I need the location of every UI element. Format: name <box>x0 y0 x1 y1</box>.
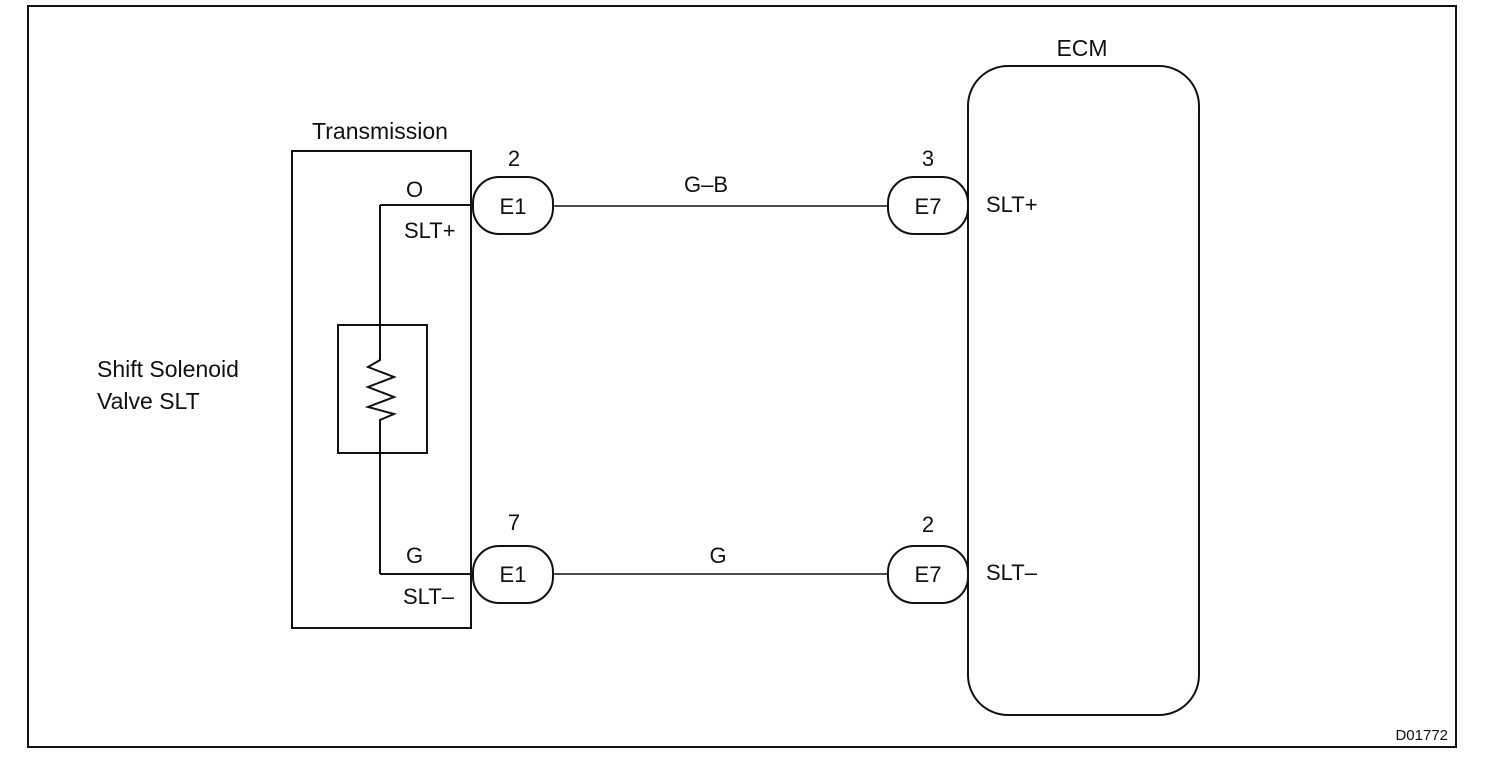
solenoid-box <box>337 324 428 454</box>
lower-right-connector-pin: 2 <box>922 512 934 537</box>
solenoid-label-line2: Valve SLT <box>97 388 200 414</box>
transmission-label: Transmission <box>312 118 448 144</box>
ecm-lower-terminal: SLT– <box>986 560 1038 585</box>
upper-pin-color: O <box>406 177 423 202</box>
ecm-box <box>967 65 1200 716</box>
ecm-label: ECM <box>1056 35 1107 61</box>
solenoid-label-line1: Shift Solenoid <box>97 356 239 382</box>
upper-right-connector-name: E7 <box>915 194 942 219</box>
diagram-frame <box>27 5 1457 748</box>
ecm-upper-terminal: SLT+ <box>986 192 1038 217</box>
lower-right-connector-name: E7 <box>915 562 942 587</box>
lower-left-connector-name: E1 <box>500 562 527 587</box>
upper-left-connector <box>472 176 554 235</box>
lower-pin-color: G <box>406 543 423 568</box>
lower-wire-color: G <box>709 543 726 568</box>
figure-id: D01772 <box>1395 727 1448 744</box>
resistor-symbol <box>364 205 398 574</box>
lower-transmission-terminal: SLT– <box>403 584 455 609</box>
upper-wire-color: G–B <box>684 172 728 197</box>
upper-right-connector-pin: 3 <box>922 146 934 171</box>
lower-left-connector-pin: 7 <box>508 510 520 535</box>
upper-left-connector-name: E1 <box>500 194 527 219</box>
lower-left-connector <box>472 545 554 604</box>
transmission-box <box>291 150 472 629</box>
upper-transmission-terminal: SLT+ <box>404 218 456 243</box>
upper-left-connector-pin: 2 <box>508 146 520 171</box>
